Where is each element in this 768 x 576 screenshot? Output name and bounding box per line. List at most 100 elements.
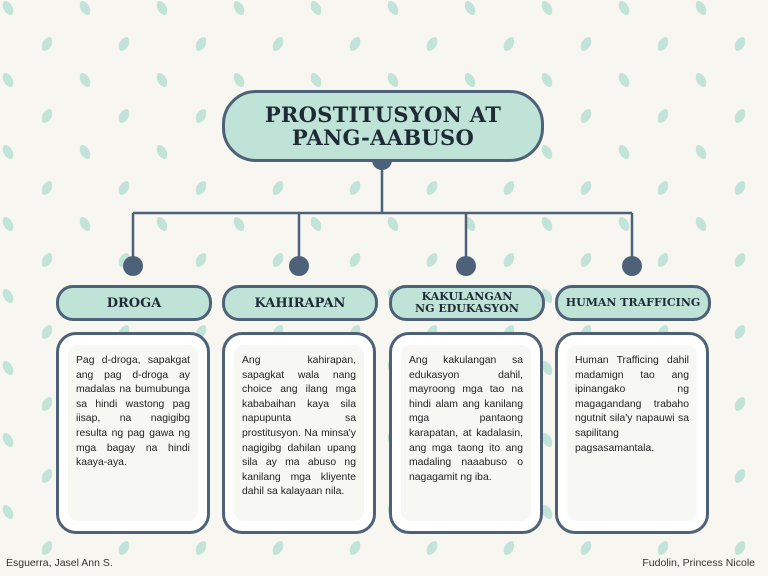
diagram-title: PROSTITUSYON AT PANG-AABUSO (264, 102, 502, 150)
category-label: KAHIRAPAN (254, 295, 346, 311)
card-description: Ang kakulangan sa edukasyon dahil, mayro… (409, 355, 523, 483)
leaf-decoration (2, 433, 14, 447)
leaf-decoration (310, 73, 322, 87)
leaf-decoration (695, 217, 707, 231)
leaf-decoration (387, 1, 399, 15)
leaf-decoration (41, 181, 53, 195)
leaf-decoration (426, 37, 438, 51)
leaf-decoration (580, 541, 592, 555)
leaf-decoration (618, 145, 630, 159)
leaf-decoration (426, 181, 438, 195)
footer-author-right: Fudolin, Princess Nicole (642, 557, 755, 569)
footer-author-left: Esguerra, Jasel Ann S. (6, 557, 113, 569)
leaf-decoration (79, 73, 91, 87)
category-label: KAKULANGAN NG EDUKASYON (415, 290, 519, 315)
leaf-decoration (695, 73, 707, 87)
connector-dot-4 (622, 256, 642, 276)
leaf-decoration (541, 1, 553, 15)
leaf-decoration (734, 397, 746, 411)
category-human-trafficing-header: HUMAN TRAFFICING (555, 285, 711, 321)
leaf-decoration (387, 73, 399, 87)
leaf-decoration (195, 181, 207, 195)
leaf-decoration (618, 73, 630, 87)
leaf-decoration (79, 217, 91, 231)
leaf-decoration (118, 37, 130, 51)
leaf-decoration (503, 253, 515, 267)
leaf-decoration (541, 433, 553, 447)
leaf-decoration (41, 109, 53, 123)
leaf-decoration (618, 1, 630, 15)
leaf-decoration (464, 217, 476, 231)
leaf-decoration (657, 541, 669, 555)
leaf-decoration (657, 109, 669, 123)
leaf-decoration (2, 361, 14, 375)
leaf-decoration (118, 181, 130, 195)
leaf-decoration (41, 397, 53, 411)
leaf-decoration (41, 253, 53, 267)
leaf-decoration (426, 541, 438, 555)
leaf-decoration (541, 505, 553, 519)
leaf-decoration (695, 145, 707, 159)
leaf-decoration (2, 217, 14, 231)
leaf-decoration (657, 181, 669, 195)
leaf-decoration (734, 325, 746, 339)
leaf-decoration (195, 109, 207, 123)
leaf-decoration (734, 181, 746, 195)
leaf-decoration (580, 37, 592, 51)
leaf-decoration (580, 253, 592, 267)
leaf-decoration (41, 469, 53, 483)
leaf-decoration (41, 325, 53, 339)
leaf-decoration (349, 253, 361, 267)
category-kahirapan-card: Ang kahirapan, sapagkat wala nang choice… (222, 332, 376, 534)
leaf-decoration (657, 253, 669, 267)
leaf-decoration (79, 145, 91, 159)
leaf-decoration (156, 1, 168, 15)
card-inner-panel (234, 345, 364, 521)
leaf-decoration (41, 541, 53, 555)
card-description: Ang kahirapan, sapagkat wala nang choice… (242, 355, 356, 498)
leaf-decoration (387, 217, 399, 231)
card-description: Human Trafficing dahil madamign tao ang … (575, 355, 689, 454)
leaf-decoration (541, 217, 553, 231)
leaf-decoration (272, 37, 284, 51)
category-label: DROGA (106, 295, 162, 311)
leaf-decoration (156, 145, 168, 159)
category-kahirapan-header: KAHIRAPAN (222, 285, 378, 321)
leaf-decoration (464, 73, 476, 87)
card-inner-panel (567, 345, 697, 521)
leaf-decoration (118, 541, 130, 555)
leaf-decoration (2, 1, 14, 15)
leaf-decoration (541, 73, 553, 87)
leaf-decoration (541, 145, 553, 159)
leaf-decoration (79, 1, 91, 15)
leaf-decoration (503, 181, 515, 195)
category-droga-header: DROGA (56, 285, 212, 321)
leaf-decoration (734, 253, 746, 267)
leaf-decoration (2, 73, 14, 87)
leaf-decoration (2, 505, 14, 519)
leaf-decoration (349, 181, 361, 195)
connector-dot-1 (123, 256, 143, 276)
leaf-decoration (734, 37, 746, 51)
leaf-decoration (195, 253, 207, 267)
category-human-trafficing-card: Human Trafficing dahil madamign tao ang … (555, 332, 709, 534)
leaf-decoration (734, 541, 746, 555)
leaf-decoration (734, 109, 746, 123)
leaf-decoration (618, 217, 630, 231)
leaf-decoration (580, 181, 592, 195)
category-droga-card: Pag d-droga, sapakgat ang pag d-droga ay… (56, 332, 210, 534)
leaf-decoration (156, 73, 168, 87)
leaf-decoration (349, 541, 361, 555)
leaf-decoration (272, 541, 284, 555)
leaf-decoration (695, 1, 707, 15)
connector-dot-3 (456, 256, 476, 276)
card-description: Pag d-droga, sapakgat ang pag d-droga ay… (76, 355, 190, 469)
title-box: PROSTITUSYON AT PANG-AABUSO (222, 90, 544, 162)
category-kakulangan-card: Ang kakulangan sa edukasyon dahil, mayro… (389, 332, 543, 534)
leaf-decoration (156, 217, 168, 231)
leaf-decoration (541, 361, 553, 375)
leaf-decoration (2, 289, 14, 303)
leaf-decoration (233, 73, 245, 87)
leaf-decoration (464, 1, 476, 15)
connector-dot-2 (289, 256, 309, 276)
